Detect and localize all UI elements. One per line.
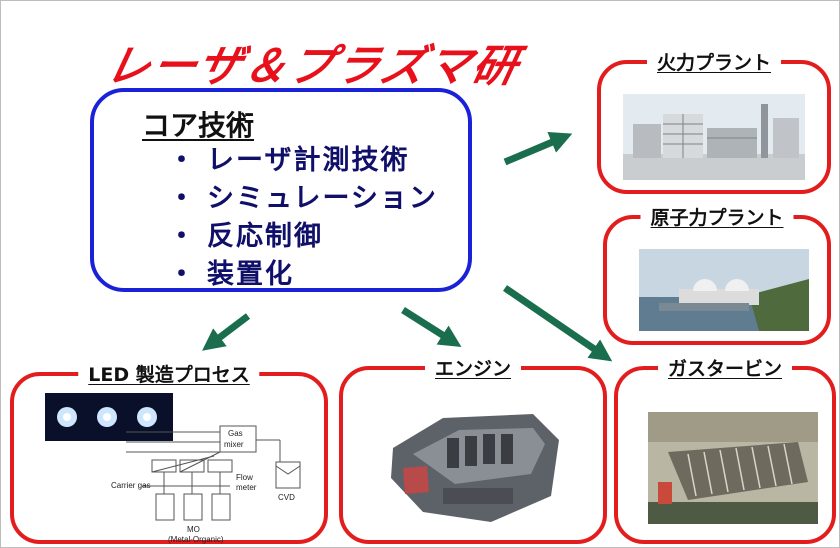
gas-turbine-label: ガスタービン (657, 354, 793, 381)
engine-label: エンジン (424, 354, 522, 381)
engine-card: エンジン (339, 354, 607, 544)
item-label: レーザ計測技術 (207, 145, 410, 176)
flow-meter-text-2: meter (236, 483, 257, 492)
nuclear-plant-card: 原子力プラント (603, 203, 831, 345)
thermal-plant-photo (623, 94, 805, 180)
carrier-gas-text: Carrier gas (111, 481, 151, 490)
list-item: ・シミュレーション (168, 180, 438, 218)
mo-text-2: (Metal-Organic) (168, 535, 224, 544)
item-label: シミュレーション (207, 183, 438, 214)
lab-title: レーザ＆プラズマ研 (101, 41, 525, 92)
thermal-plant-label: 火力プラント (646, 48, 782, 75)
thermal-plant-card: 火力プラント (597, 48, 831, 194)
bullet-icon: ・ (168, 145, 197, 176)
engine-photo (383, 396, 567, 526)
led-process-card: LED 製造プロセス (10, 360, 328, 544)
core-technology-box: コア技術 ・レーザ計測技術 ・シミュレーション ・反応制御 ・装置化 (90, 88, 472, 292)
core-technology-heading: コア技術 (142, 109, 255, 142)
led-photo (45, 393, 173, 441)
list-item: ・レーザ計測技術 (168, 142, 438, 180)
gas-mixer-text-2: mixer (224, 440, 244, 449)
list-item: ・装置化 (168, 256, 438, 294)
gas-mixer-text-1: Gas (228, 429, 243, 438)
bullet-icon: ・ (168, 183, 197, 214)
flow-meter-text-1: Flow (236, 473, 253, 482)
cvd-text: CVD (278, 493, 295, 502)
gas-turbine-card: ガスタービン (614, 354, 836, 544)
mocvd-diagram: Gas mixer Flow meter Carrier gas CVD MO … (111, 425, 301, 544)
bullet-icon: ・ (168, 259, 197, 290)
core-technology-list: ・レーザ計測技術 ・シミュレーション ・反応制御 ・装置化 (168, 142, 438, 294)
item-label: 装置化 (207, 259, 294, 290)
mo-text-1: MO (187, 525, 200, 534)
bullet-icon: ・ (168, 221, 197, 252)
nuclear-plant-photo (639, 249, 809, 331)
item-label: 反応制御 (207, 221, 323, 252)
led-process-label: LED 製造プロセス (78, 360, 260, 387)
nuclear-plant-label: 原子力プラント (640, 203, 794, 230)
list-item: ・反応制御 (168, 218, 438, 256)
gas-turbine-photo (648, 412, 818, 524)
